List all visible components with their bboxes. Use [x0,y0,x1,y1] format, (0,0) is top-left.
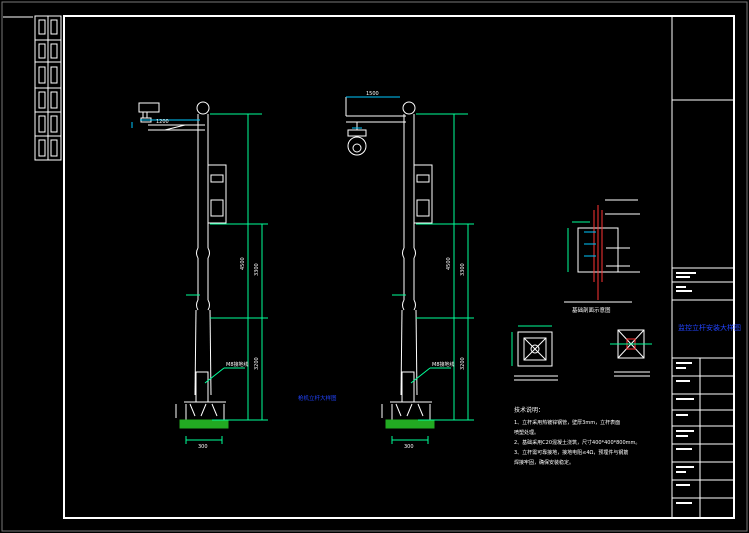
notes-line-2: 喷塑处理。 [514,429,539,436]
pole-2-arm-dim: 1500 [366,91,379,97]
notes-line-5: 焊接牢固，确保安装稳定。 [514,459,574,466]
pole-2-dim-mid: 3300 [460,263,466,276]
title-block [672,99,734,518]
pole-2-ground [385,419,435,429]
section-caption: 基础剖面示意图 [572,306,611,314]
pole-1-base-dim: 300 [198,444,208,450]
pole-2-note: M8接地线 [432,361,455,368]
pole-2-dome-camera [347,136,367,156]
pole-2-dome-mount [347,129,367,137]
pole-1-dim-mid: 3300 [254,263,260,276]
notes-heading: 技术说明： [514,406,544,414]
binding-strip [3,15,62,161]
foundation-section [564,199,640,303]
notes-line-3: 2、基础采用C20混凝土浇筑，尺寸400*400*800mm。 [514,439,640,446]
pole-1-ground [179,419,229,429]
pole-2 [345,96,474,444]
pole-2-dim-top: 4500 [446,257,452,270]
pole-1 [131,101,268,444]
pole-1-dim-top: 4500 [240,257,246,270]
drawing-frame [63,15,735,519]
pole-1-dim-low: 3200 [254,357,260,370]
pole-1-title: 枪机立杆大样图 [298,394,337,402]
pole-1-camera [138,102,160,113]
pole-1-cabinet [207,164,227,224]
pole-2-base-dim: 300 [404,444,414,450]
foundation-plan-right [610,329,652,377]
pole-2-dim-low: 3200 [460,357,466,370]
pole-1-note: M8接地线 [226,361,249,368]
pole-1-finial [196,101,210,115]
pole-1-arm-dim: 1200 [156,119,169,125]
notes-line-1: 1、立杆采用热镀锌钢管，壁厚3mm，立杆表面 [514,419,620,426]
title-block-drawing-name: 监控立杆安装大样图 [678,323,741,332]
foundation-plan-left [511,325,558,381]
notes-line-4: 3、立杆需可靠接地，接地电阻≤4Ω，预埋件与钢筋 [514,449,628,456]
